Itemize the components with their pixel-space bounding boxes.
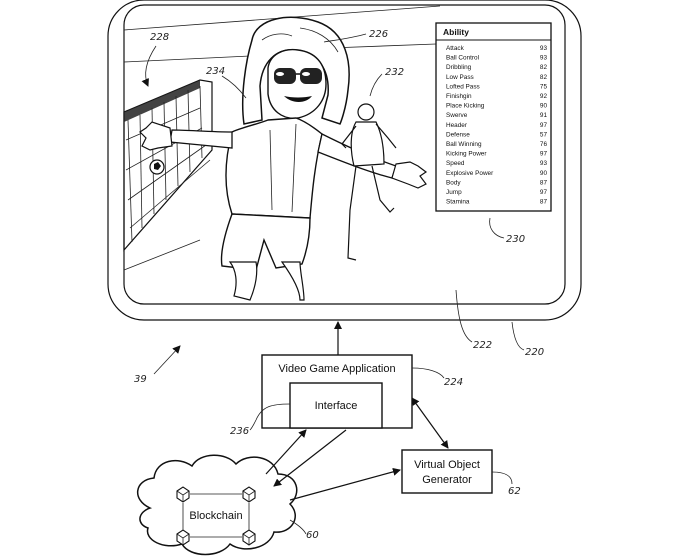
ability-name: Speed (446, 160, 465, 167)
ability-value: 90 (540, 103, 548, 110)
ref-222: 222 (473, 340, 492, 351)
ability-name: Body (446, 179, 461, 186)
ref-234: 234 (206, 66, 225, 77)
ref-224: 224 (444, 377, 463, 388)
ability-name: Lofted Pass (446, 83, 480, 90)
ref-232: 232 (385, 67, 404, 78)
virtual-object-generator-label-1: Virtual Object (414, 459, 480, 471)
ability-name: Dribbling (446, 64, 472, 71)
blockchain-cloud (137, 454, 298, 556)
ability-value: 91 (540, 112, 548, 119)
interface-to-blockchain-arrow (273, 429, 347, 487)
soccer-ball-icon (149, 159, 165, 175)
ref-226: 226 (369, 29, 388, 40)
ref-39: 39 (134, 374, 147, 385)
ability-value: 87 (540, 179, 548, 186)
ability-value: 90 (540, 170, 548, 177)
ref-220-leader (511, 321, 525, 351)
ref-39-arrow (153, 345, 181, 375)
ref-62-leader (491, 471, 513, 485)
ability-value: 93 (540, 160, 548, 167)
blockchain-label: Blockchain (189, 510, 242, 522)
block-icon (242, 486, 256, 503)
block-icon (242, 529, 256, 546)
ability-name: Header (446, 122, 468, 129)
goal-net-icon (123, 79, 213, 252)
virtual-object-generator-label-2: Generator (422, 474, 472, 486)
blockchain-network-icon (176, 486, 256, 546)
ref-230: 230 (506, 234, 525, 245)
ability-name: Defense (446, 131, 470, 138)
ability-table-header: Ability (443, 27, 469, 37)
ability-name: Kicking Power (446, 151, 487, 158)
ability-name: Place Kicking (446, 103, 485, 110)
ability-value: 93 (540, 55, 548, 62)
ability-value: 97 (540, 122, 548, 129)
ref-228: 228 (150, 32, 169, 43)
ref-60: 60 (306, 530, 319, 541)
ability-name: Ball Control (446, 55, 479, 62)
virtual-object-generator-box (401, 449, 493, 494)
ability-value: 82 (540, 64, 548, 71)
ability-value: 76 (540, 141, 548, 148)
ref-62: 62 (508, 486, 521, 497)
ref-220: 220 (525, 347, 544, 358)
block-icon (176, 486, 190, 503)
background-player (341, 103, 397, 261)
ref-224-leader (411, 367, 445, 379)
ability-name: Stamina (446, 199, 470, 206)
display-device-outer (107, 0, 582, 321)
ref-228-leader (141, 45, 157, 87)
blockchain-generator-arrow (289, 467, 401, 501)
ability-value: 57 (540, 131, 548, 138)
ref-234-leader (221, 75, 247, 99)
ability-name: Attack (446, 45, 465, 52)
ability-value: 75 (540, 83, 548, 90)
video-game-application-label: Video Game Application (278, 363, 395, 375)
interface-box (289, 382, 383, 429)
ref-60-leader (289, 519, 307, 535)
ability-value: 97 (540, 189, 548, 196)
ability-name: Explosive Power (446, 170, 494, 177)
ref-236-leader (249, 403, 291, 431)
ref-236: 236 (230, 426, 249, 437)
blockchain-to-interface-arrow (265, 429, 307, 475)
ref-230-leader (489, 217, 505, 239)
app-generator-arrow (411, 397, 449, 449)
ability-name: Low Pass (446, 74, 474, 81)
block-icon (176, 529, 190, 546)
ref-226-leader (323, 33, 367, 43)
avatar-character (139, 16, 428, 301)
ability-value: 87 (540, 199, 548, 206)
ability-name: Finishgin (446, 93, 472, 100)
ability-name: Ball Winning (446, 141, 482, 148)
ability-value: 82 (540, 74, 548, 81)
ref-222-leader (455, 289, 473, 343)
interface-label: Interface (315, 400, 358, 412)
ability-value: 92 (540, 93, 548, 100)
ability-value: 93 (540, 45, 548, 52)
ability-name: Jump (446, 189, 462, 196)
ability-name: Swerve (446, 112, 468, 119)
ability-value: 97 (540, 151, 548, 158)
ref-232-leader (369, 73, 383, 97)
